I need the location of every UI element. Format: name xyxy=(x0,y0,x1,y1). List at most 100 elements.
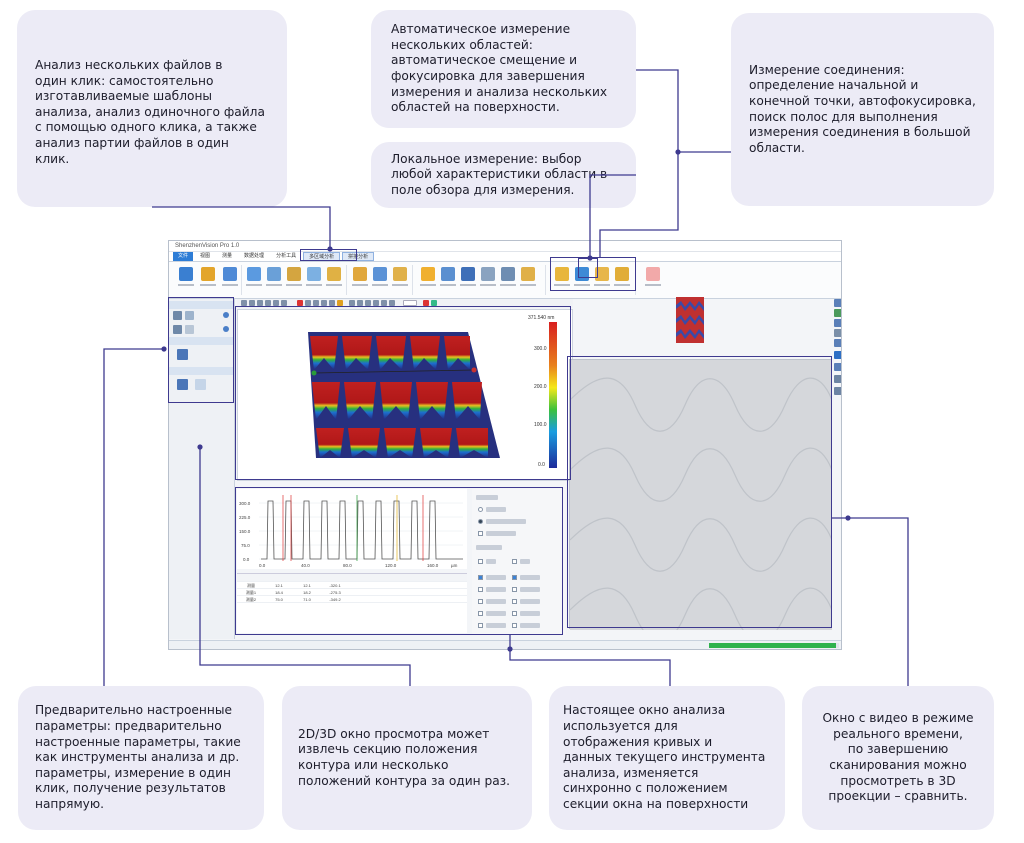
tool-icon[interactable] xyxy=(381,300,387,306)
radio[interactable] xyxy=(478,519,483,524)
checkbox[interactable] xyxy=(478,531,483,536)
tool-icon[interactable] xyxy=(834,309,841,317)
grid-area-icon[interactable] xyxy=(594,267,610,286)
callout-line: измерения и анализа нескольких xyxy=(391,84,608,99)
tool-icon[interactable] xyxy=(834,299,841,307)
tool-icon[interactable] xyxy=(177,379,188,390)
live-video-window[interactable] xyxy=(569,359,833,642)
checkbox[interactable] xyxy=(512,599,517,604)
profile-tool-icon[interactable] xyxy=(195,379,206,390)
profile-icon[interactable] xyxy=(372,267,388,286)
stop-icon[interactable] xyxy=(645,267,661,286)
filter-icon[interactable] xyxy=(440,267,456,286)
checkbox[interactable] xyxy=(478,623,483,628)
tool-icon[interactable] xyxy=(834,387,841,395)
tool-icon[interactable] xyxy=(373,300,379,306)
tool-icon[interactable] xyxy=(281,300,287,306)
color-icon[interactable] xyxy=(297,300,303,306)
report-icon[interactable] xyxy=(326,267,342,286)
view-toolbar xyxy=(237,299,573,308)
profile-section-line[interactable] xyxy=(313,369,475,374)
callout-line: Окно с видео в режиме xyxy=(822,711,974,726)
tool-icon[interactable] xyxy=(321,300,327,306)
stitch-icon[interactable] xyxy=(614,267,630,286)
checkbox[interactable] xyxy=(478,559,483,564)
checkbox[interactable] xyxy=(478,611,483,616)
color-scale-bar xyxy=(549,322,557,468)
template-icon[interactable] xyxy=(306,267,322,286)
tool-icon[interactable] xyxy=(241,300,247,306)
scale-tick: 0.0 xyxy=(538,462,545,468)
light-icon[interactable] xyxy=(337,300,343,306)
tool-icon[interactable] xyxy=(257,300,263,306)
callout-line: напрямую. xyxy=(35,796,105,811)
menu-tab-stitch[interactable]: 拼接分析 xyxy=(342,252,375,261)
zoom-icon[interactable] xyxy=(520,267,536,286)
preset-icon[interactable] xyxy=(173,311,182,320)
chart-icon[interactable] xyxy=(286,267,302,286)
scale-tick: 200.0 xyxy=(534,384,547,390)
checkbox[interactable] xyxy=(478,599,483,604)
tilt-icon[interactable] xyxy=(480,267,496,286)
tool-icon[interactable] xyxy=(249,300,255,306)
tool-icon[interactable] xyxy=(305,300,311,306)
checkbox[interactable] xyxy=(478,575,483,580)
menu-tab-analysis[interactable]: 分析工具 xyxy=(276,253,297,259)
tool-icon[interactable] xyxy=(389,300,395,306)
callout-line: синхронно с положением xyxy=(563,781,728,796)
highlight-video-window xyxy=(567,356,832,628)
tool-icon[interactable] xyxy=(365,300,371,306)
tool-icon[interactable] xyxy=(834,339,841,347)
tool-icon[interactable] xyxy=(834,363,841,371)
checkbox[interactable] xyxy=(512,587,517,592)
callout-line: как инструменты анализа и др. xyxy=(35,750,240,765)
tool-icon[interactable] xyxy=(834,319,841,327)
close-icon[interactable] xyxy=(423,300,429,306)
checkbox[interactable] xyxy=(512,611,517,616)
measure-tool-icon[interactable] xyxy=(352,267,368,286)
callout-line: анализ партии файлов в один xyxy=(35,135,229,150)
layer-icon[interactable] xyxy=(185,325,194,334)
view-select[interactable] xyxy=(403,300,417,306)
tool-icon[interactable] xyxy=(329,300,335,306)
tool-icon[interactable] xyxy=(265,300,271,306)
save-file-icon[interactable] xyxy=(200,267,216,286)
tool-icon[interactable] xyxy=(834,375,841,383)
checkbox[interactable] xyxy=(512,623,517,628)
checkbox[interactable] xyxy=(512,559,517,564)
radio[interactable] xyxy=(478,507,483,512)
scale-tick: 100.0 xyxy=(534,422,547,428)
sun-icon[interactable] xyxy=(420,267,436,286)
user-icon[interactable] xyxy=(500,267,516,286)
checkbox[interactable] xyxy=(512,575,517,580)
section-handle[interactable] xyxy=(471,367,477,373)
template-small-icon[interactable] xyxy=(185,311,194,320)
surface-thumbnail[interactable] xyxy=(676,297,704,343)
tool-icon[interactable] xyxy=(273,300,279,306)
menu-tab-data[interactable]: 数据处理 xyxy=(244,253,265,259)
multi-area-icon[interactable] xyxy=(554,267,570,286)
callout-line: один клик: самостоятельно xyxy=(35,73,214,88)
level-icon[interactable] xyxy=(460,267,476,286)
menu-tab-view[interactable]: 视图 xyxy=(200,253,211,259)
check-icon[interactable] xyxy=(431,300,437,306)
menu-tab-file[interactable]: 文件 xyxy=(173,252,194,261)
tool-icon[interactable] xyxy=(834,351,841,359)
tool-icon[interactable] xyxy=(177,349,188,360)
tool-icon[interactable] xyxy=(313,300,319,306)
open-file-icon[interactable] xyxy=(178,267,194,286)
tool-icon[interactable] xyxy=(834,329,841,337)
menu-tab-measure[interactable]: 测量 xyxy=(222,253,233,259)
step-icon[interactable] xyxy=(392,267,408,286)
section-handle[interactable] xyxy=(311,370,317,376)
tool-icon[interactable] xyxy=(349,300,355,306)
callout-line: клик, получение результатов xyxy=(35,781,226,796)
batch-icon[interactable] xyxy=(266,267,282,286)
wand-icon[interactable] xyxy=(246,267,262,286)
info-icon[interactable] xyxy=(223,312,229,318)
export-icon[interactable] xyxy=(222,267,238,286)
tool-icon[interactable] xyxy=(357,300,363,306)
info-icon[interactable] xyxy=(223,326,229,332)
checkbox[interactable] xyxy=(478,587,483,592)
preset-icon[interactable] xyxy=(173,325,182,334)
